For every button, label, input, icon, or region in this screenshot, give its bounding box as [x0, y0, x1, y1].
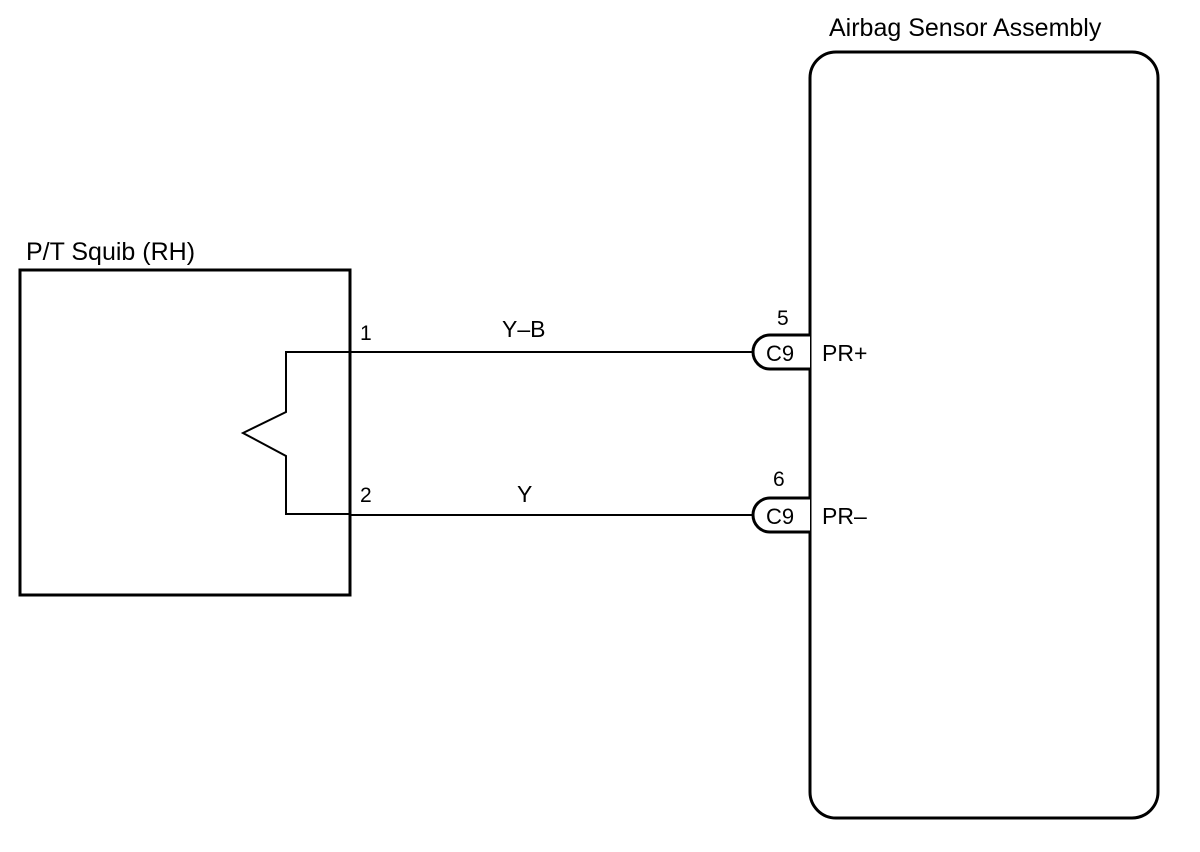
squib-element-symbol	[240, 351, 350, 515]
squib-title: P/T Squib (RH)	[26, 238, 195, 266]
terminal-pr-plus-label: PR+	[822, 340, 867, 366]
connector-c9-label-upper: C9	[766, 341, 794, 366]
connector-terminal-pr-minus: 6 C9 PR–	[751, 468, 867, 534]
sensor-assembly-box	[808, 50, 1160, 820]
connector-pin-6-label: 6	[773, 468, 785, 491]
connector-pin-5-label: 5	[777, 307, 789, 330]
connector-c9-shape-lower	[751, 496, 810, 534]
wire-1-color-label: Y–B	[502, 316, 545, 342]
squib-box	[18, 268, 352, 597]
wire-2: Y	[350, 481, 752, 516]
connector-c9-label-lower: C9	[766, 504, 794, 529]
terminal-pr-minus-label: PR–	[822, 503, 867, 529]
connector-terminal-pr-plus: 5 C9 PR+	[751, 307, 867, 371]
squib-pin-2-label: 2	[360, 484, 372, 507]
wire-1: Y–B	[350, 316, 752, 353]
squib-component: P/T Squib (RH) 1 2	[18, 238, 372, 597]
sensor-assembly: Airbag Sensor Assembly	[808, 14, 1160, 820]
squib-pin-1-label: 1	[360, 322, 372, 345]
wire-2-color-label: Y	[517, 481, 532, 507]
sensor-assembly-title: Airbag Sensor Assembly	[829, 14, 1102, 42]
connector-c9-shape-upper	[751, 333, 810, 371]
